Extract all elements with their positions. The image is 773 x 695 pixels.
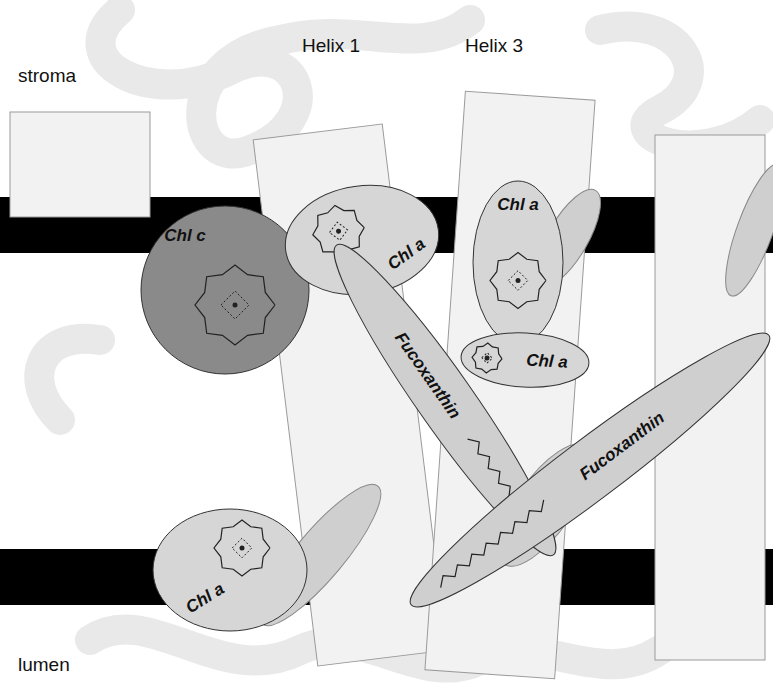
pigment-ellipse bbox=[714, 158, 773, 302]
molecule-sketch bbox=[195, 265, 275, 345]
mg-bonds bbox=[508, 270, 528, 290]
ellipse-outline bbox=[141, 206, 309, 374]
node-shape bbox=[152, 508, 308, 632]
pigment-label: Chl a bbox=[497, 196, 539, 213]
mg-atom bbox=[484, 355, 489, 360]
porphyrin-ring bbox=[214, 520, 270, 576]
mg-bonds bbox=[232, 538, 252, 558]
mg-atom bbox=[240, 546, 245, 551]
region-label: stroma bbox=[18, 66, 76, 85]
pigment-label: Chl a bbox=[526, 352, 568, 371]
ellipse-outline bbox=[153, 509, 307, 631]
chlorophyll-ellipse: Chl a bbox=[152, 508, 308, 632]
pigment-label: Chl c bbox=[164, 227, 206, 244]
ellipse-outline bbox=[460, 330, 591, 391]
region-label: lumen bbox=[18, 655, 70, 674]
helix-label: Helix 3 bbox=[465, 36, 523, 55]
polyene-chain bbox=[436, 500, 549, 588]
backbone-loop bbox=[600, 26, 760, 145]
mg-bonds bbox=[328, 221, 349, 242]
backbone-loop bbox=[100, 10, 470, 154]
backbone-loop bbox=[39, 339, 100, 420]
chlorophyll-ellipse: Chl a bbox=[459, 329, 592, 392]
molecule-sketch bbox=[436, 500, 549, 588]
molecule-sketch bbox=[471, 342, 503, 374]
helix-rect bbox=[10, 112, 150, 217]
mg-bonds bbox=[482, 352, 493, 363]
mg-bonds bbox=[221, 291, 249, 319]
helix-label: Helix 1 bbox=[302, 36, 360, 55]
porphyrin-ring bbox=[490, 252, 546, 308]
mg-atom bbox=[516, 278, 521, 283]
node-shape bbox=[459, 329, 592, 392]
chlorophyll-ellipse: Chl c bbox=[140, 205, 310, 375]
mg-atom bbox=[233, 303, 238, 308]
porphyrin-ring bbox=[471, 342, 503, 374]
molecule-sketch bbox=[490, 252, 546, 308]
porphyrin-ring bbox=[195, 265, 275, 345]
ellipse-outline bbox=[473, 181, 563, 344]
chlorophyll-ellipse: Chl a bbox=[472, 180, 564, 345]
mg-atom bbox=[336, 228, 342, 234]
molecule-sketch bbox=[214, 520, 270, 576]
ellipse-outline bbox=[393, 311, 773, 629]
